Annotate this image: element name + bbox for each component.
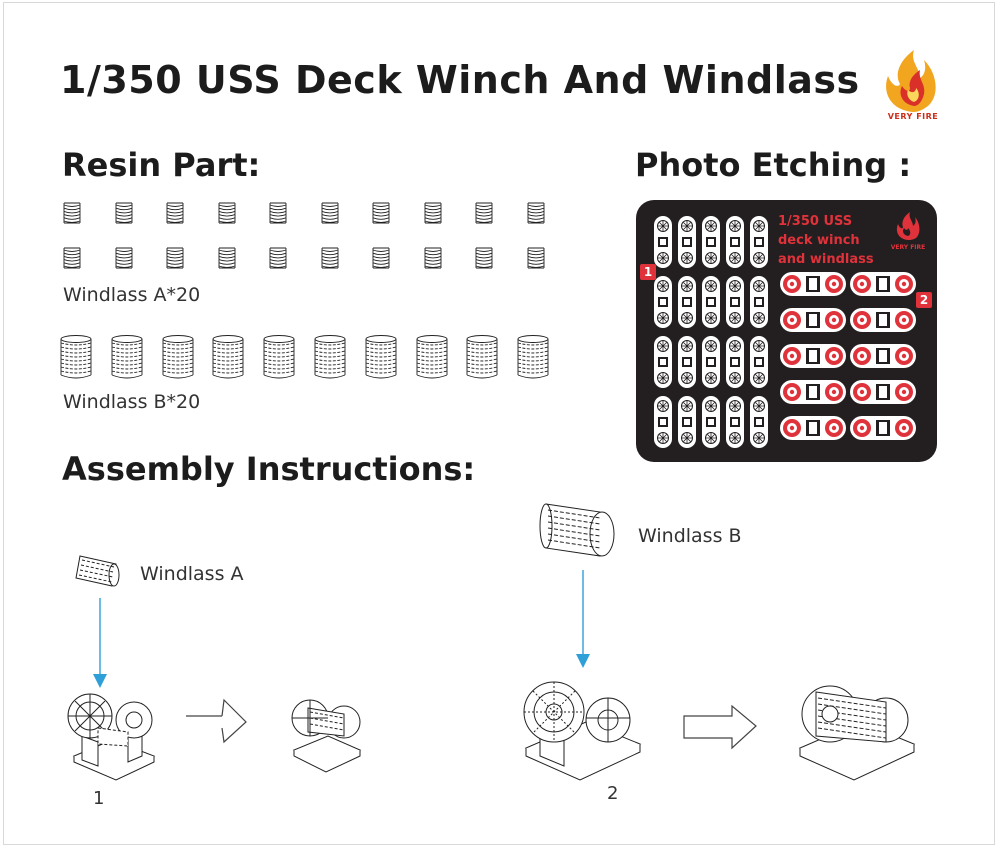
windlass-a-resin-part	[115, 202, 132, 224]
step-2-number: 2	[607, 783, 619, 804]
windlass-a-resin-part	[166, 247, 184, 269]
pe-caption-line: deck winch	[778, 233, 860, 248]
step-1-assembled-drawing	[291, 699, 362, 773]
pe-gear-strip	[654, 336, 672, 388]
pe-gear-strip	[726, 276, 744, 328]
insert-arrow-1	[93, 598, 107, 688]
pe-gear-strip	[750, 216, 768, 268]
brand-logo: VERY FIRE	[870, 46, 956, 130]
assembly-instructions-heading: Assembly Instructions:	[62, 450, 476, 488]
windlass-a-resin-part	[424, 247, 441, 269]
windlass-a-resin-part	[115, 247, 132, 269]
pe-gear-strip	[678, 396, 696, 448]
windlass-a-resin-part	[63, 247, 81, 269]
windlass-a-resin-part	[527, 247, 544, 269]
pe-badge-2: 2	[916, 292, 932, 308]
windlass-b-part-drawing	[539, 503, 615, 557]
windlass-a-resin-part	[321, 247, 338, 269]
windlass-a-part-drawing	[75, 555, 120, 587]
page-frame	[3, 2, 995, 845]
windlass-a-resin-part	[218, 202, 235, 224]
step-2-assembled-drawing	[798, 685, 916, 781]
windlass-a-resin-part	[269, 247, 287, 269]
windlass-b-resin-part	[466, 335, 498, 379]
windlass-b-resin-part	[314, 335, 346, 379]
step-2-result-arrow	[683, 704, 757, 750]
windlass-b-count-label: Windlass B*20	[63, 391, 201, 413]
pe-gear-strip	[654, 396, 672, 448]
pe-gear-strip	[678, 336, 696, 388]
windlass-a-resin-part	[475, 202, 493, 224]
pe-gear-strip	[726, 216, 744, 268]
windlass-a-resin-part	[372, 247, 390, 269]
pe-drum-part	[850, 344, 916, 368]
pe-gear-strip	[702, 276, 720, 328]
windlass-a-resin-part	[321, 202, 338, 224]
photo-etching-caption: 1/350 USS deck winch and windlass	[778, 212, 898, 269]
windlass-a-resin-part	[63, 202, 81, 224]
windlass-a-resin-part	[218, 247, 235, 269]
pe-caption-line: 1/350 USS	[778, 214, 853, 229]
windlass-b-resin-part	[212, 335, 244, 379]
photo-etching-sheet: 1/350 USS deck winch and windlass VERY F…	[636, 200, 937, 462]
windlass-b-resin-part	[365, 335, 397, 379]
brand-name: VERY FIRE	[887, 112, 939, 121]
pe-gear-strip	[654, 216, 672, 268]
pe-gear-strip	[654, 276, 672, 328]
windlass-b-resin-part	[162, 335, 194, 379]
resin-part-heading: Resin Part:	[62, 146, 261, 184]
pe-gear-strip	[726, 396, 744, 448]
windlass-a-count-label: Windlass A*20	[63, 284, 201, 306]
pe-drum-part	[780, 308, 846, 332]
pe-gear-strip	[750, 276, 768, 328]
pe-drum-part	[780, 416, 846, 440]
pe-gear-strip	[702, 216, 720, 268]
windlass-a-resin-part	[424, 202, 441, 224]
windlass-a-resin-part	[269, 202, 287, 224]
pe-drum-part	[780, 344, 846, 368]
page-title: 1/350 USS Deck Winch And Windlass	[60, 58, 860, 102]
windlass-b-resin-part	[416, 335, 448, 379]
pe-gear-strip	[702, 336, 720, 388]
pe-gear-strip	[726, 336, 744, 388]
windlass-a-resin-part	[527, 202, 544, 224]
windlass-a-resin-part	[475, 247, 493, 269]
pe-badge-1: 1	[640, 264, 656, 280]
windlass-b-label: Windlass B	[638, 525, 742, 547]
pe-drum-part	[850, 272, 916, 296]
pe-flame-icon	[896, 212, 920, 240]
pe-drum-part	[850, 416, 916, 440]
pe-gear-strip	[678, 216, 696, 268]
windlass-a-resin-part	[166, 202, 184, 224]
pe-drum-part	[850, 380, 916, 404]
pe-drum-part	[850, 308, 916, 332]
windlass-b-resin-part	[60, 335, 92, 379]
photo-etching-heading: Photo Etching :	[635, 146, 912, 184]
step-1-number: 1	[93, 788, 105, 809]
windlass-b-resin-part	[263, 335, 295, 379]
step-2-winch-base-drawing	[523, 681, 642, 781]
step-1-winch-base-drawing	[67, 693, 156, 781]
pe-caption-line: and windlass	[778, 252, 874, 267]
pe-gear-strip	[750, 396, 768, 448]
step-1-result-arrow	[186, 698, 247, 744]
windlass-a-resin-part	[372, 202, 390, 224]
pe-gear-strip	[750, 336, 768, 388]
pe-drum-part	[780, 380, 846, 404]
windlass-a-label: Windlass A	[140, 563, 244, 585]
photo-etching-frets	[654, 216, 916, 448]
pe-drum-part	[780, 272, 846, 296]
insert-arrow-2	[576, 570, 590, 668]
flame-icon	[886, 50, 936, 112]
windlass-b-resin-part	[517, 335, 549, 379]
pe-gear-strip	[702, 396, 720, 448]
pe-brand-text: VERY FIRE	[890, 244, 926, 251]
pe-gear-strip	[678, 276, 696, 328]
windlass-b-resin-part	[111, 335, 143, 379]
